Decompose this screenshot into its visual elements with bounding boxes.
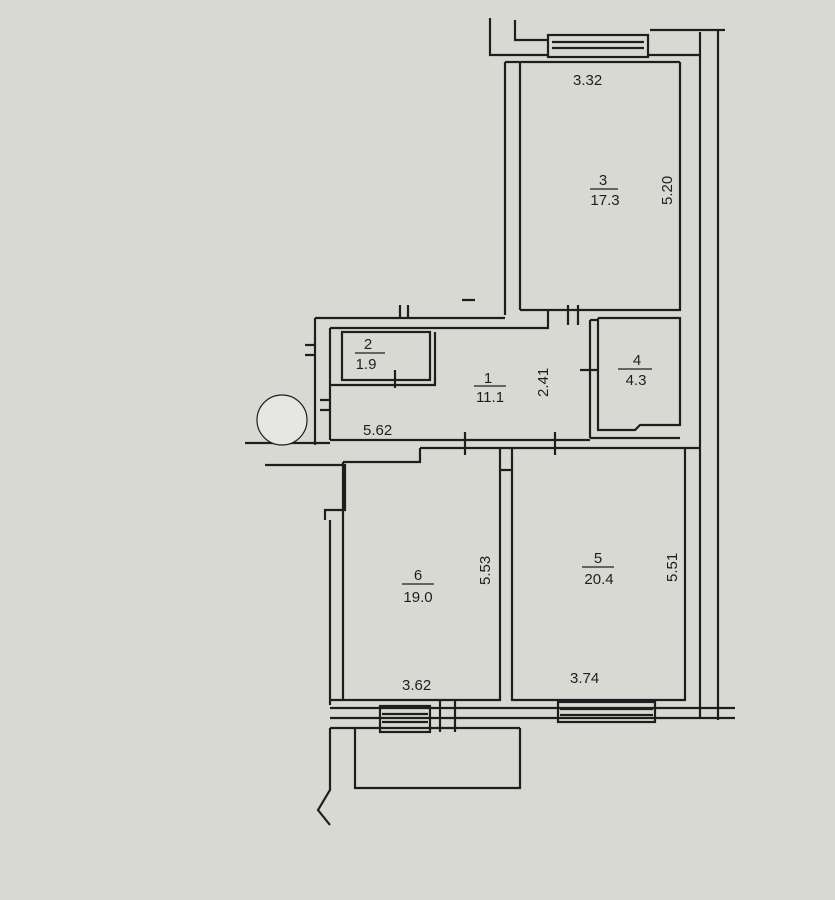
dim-room3-length: 5.20 [659, 176, 676, 205]
room-2-number: 2 [364, 336, 372, 353]
room-4-number: 4 [633, 352, 641, 369]
dim-room1-width: 5.62 [363, 422, 392, 439]
room-1-area: 11.1 [476, 389, 504, 406]
labels: 3.32 5.20 3 17.3 2 1.9 1 11.1 2.41 5.62 … [355, 72, 681, 694]
dim-room5-width: 3.74 [570, 670, 599, 687]
dim-room3-width: 3.32 [573, 72, 602, 89]
room-6-number: 6 [414, 567, 422, 584]
room-6-area: 19.0 [403, 589, 432, 606]
room-2-area: 1.9 [356, 356, 377, 373]
room-5-area: 20.4 [584, 571, 613, 588]
dim-room5-length: 5.51 [664, 553, 681, 582]
dim-room6-length: 5.53 [477, 556, 494, 585]
room-4-area: 4.3 [626, 372, 647, 389]
dim-room1-height: 2.41 [535, 368, 552, 397]
room-5-number: 5 [594, 550, 602, 567]
dim-room6-width: 3.62 [402, 677, 431, 694]
room-1-number: 1 [484, 370, 492, 387]
room-3-area: 17.3 [590, 192, 619, 209]
walls [245, 18, 735, 826]
room-3-number: 3 [599, 172, 607, 189]
